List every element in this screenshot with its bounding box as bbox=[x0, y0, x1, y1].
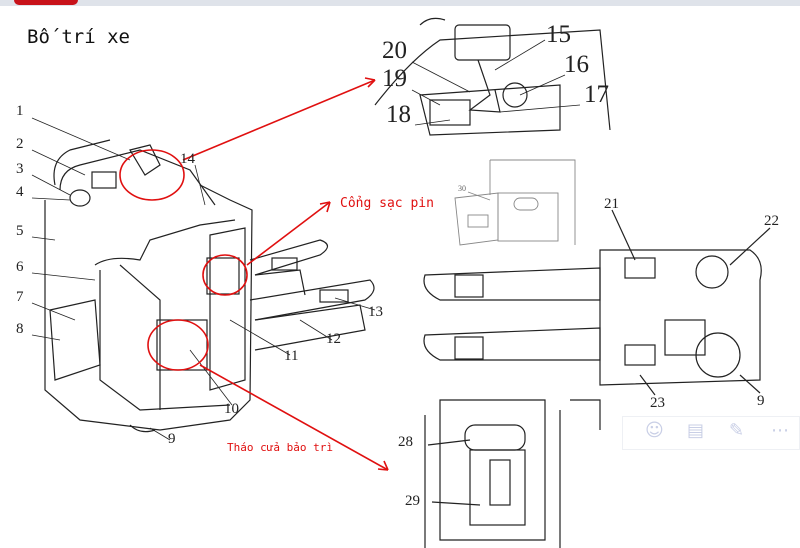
pen-icon[interactable]: ✎ bbox=[729, 420, 745, 441]
callout-1: 1 bbox=[16, 103, 24, 119]
callout-6: 6 bbox=[16, 259, 24, 275]
floating-toolbar: ☺ ▤ ✎ ⋯ bbox=[622, 416, 800, 450]
leader-lines bbox=[31, 117, 376, 441]
callout-11: 11 bbox=[284, 348, 299, 364]
emoji-icon[interactable]: ☺ bbox=[645, 420, 664, 441]
callout-19: 19 bbox=[382, 65, 407, 92]
maintenance-door-note: Tháo cửa bảo trì bbox=[227, 441, 333, 454]
callout-10: 10 bbox=[224, 401, 239, 417]
callout-23: 23 bbox=[650, 395, 665, 411]
callout-3: 3 bbox=[16, 161, 24, 177]
page-title: Bố trí xe bbox=[27, 26, 130, 48]
callout-5: 5 bbox=[16, 223, 24, 239]
control-panel-detail bbox=[374, 17, 611, 136]
active-tab[interactable] bbox=[14, 0, 78, 5]
callout-29: 29 bbox=[405, 493, 420, 509]
callout-4: 4 bbox=[16, 184, 24, 200]
callout-13: 13 bbox=[368, 304, 383, 320]
callout-20: 20 bbox=[382, 37, 407, 64]
document-icon[interactable]: ▤ bbox=[687, 420, 705, 441]
top-view-drawing bbox=[423, 209, 771, 396]
callout-12: 12 bbox=[326, 331, 341, 347]
callout-16: 16 bbox=[564, 51, 589, 78]
callout-7: 7 bbox=[16, 289, 24, 305]
callout-17: 17 bbox=[584, 81, 609, 108]
callout-14: 14 bbox=[180, 151, 195, 167]
callout-9-top: 9 bbox=[757, 393, 765, 409]
top-bar bbox=[0, 0, 800, 6]
callout-21: 21 bbox=[604, 196, 619, 212]
more-icon[interactable]: ⋯ bbox=[771, 420, 789, 441]
callout-15: 15 bbox=[546, 21, 571, 48]
callout-22: 22 bbox=[764, 213, 779, 229]
callout-28: 28 bbox=[398, 434, 413, 450]
callout-8: 8 bbox=[16, 321, 24, 337]
charging-port-detail bbox=[454, 159, 576, 246]
charging-port-note: Cổng sạc pin bbox=[340, 196, 434, 211]
callout-18: 18 bbox=[386, 101, 411, 128]
maintenance-detail bbox=[424, 399, 601, 548]
pallet-truck-drawing bbox=[44, 139, 375, 433]
callout-9: 9 bbox=[168, 431, 176, 447]
callout-30: 30 bbox=[458, 184, 466, 193]
callout-2: 2 bbox=[16, 136, 24, 152]
